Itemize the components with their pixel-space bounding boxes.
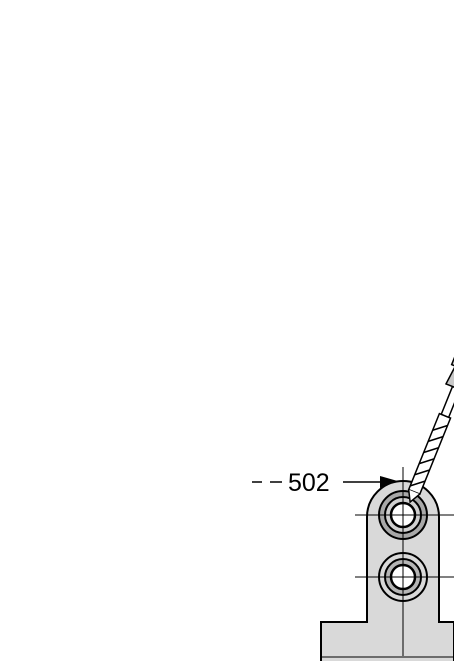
drill-flute-spiral: [409, 424, 448, 487]
reference-callout: 502: [252, 469, 401, 497]
callout-label-502: 502: [288, 469, 330, 497]
drill-chuck: [444, 326, 454, 394]
drill-bit: [407, 326, 454, 504]
drill-flute: [407, 412, 452, 496]
centerlines: [355, 467, 454, 656]
drill-shank: [440, 385, 454, 419]
drill-tip: [407, 489, 421, 504]
